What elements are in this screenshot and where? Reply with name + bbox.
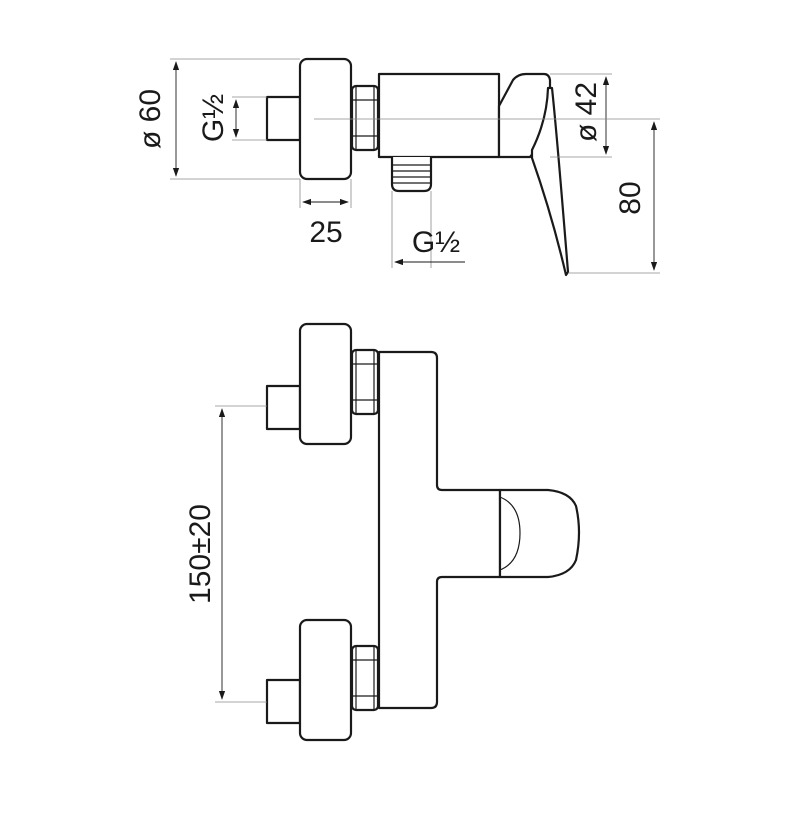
side-inlet-stub <box>265 95 302 142</box>
side-view: ø 60 G½ 25 G½ ø 42 80 <box>134 57 660 277</box>
dim-handle-diameter: ø 42 <box>570 82 603 142</box>
front-lower-flange <box>298 618 353 742</box>
dim-flange-diameter: ø 60 <box>134 89 167 149</box>
side-body <box>377 72 501 159</box>
front-upper-flange <box>298 322 353 446</box>
front-upper-stub <box>265 384 302 431</box>
front-body <box>377 350 502 710</box>
front-lower-stub <box>265 678 302 725</box>
dim-outlet-thread: G½ <box>412 226 460 259</box>
dim-height-total: 80 <box>614 181 647 214</box>
dim-inlet-thread: G½ <box>197 94 230 142</box>
dim-flange-depth: 25 <box>309 216 342 249</box>
front-view: 150±20 <box>184 322 581 742</box>
side-lever <box>530 86 570 277</box>
dim-inlet-spacing: 150±20 <box>184 504 217 604</box>
side-outlet <box>390 157 433 193</box>
front-handle <box>498 488 581 579</box>
